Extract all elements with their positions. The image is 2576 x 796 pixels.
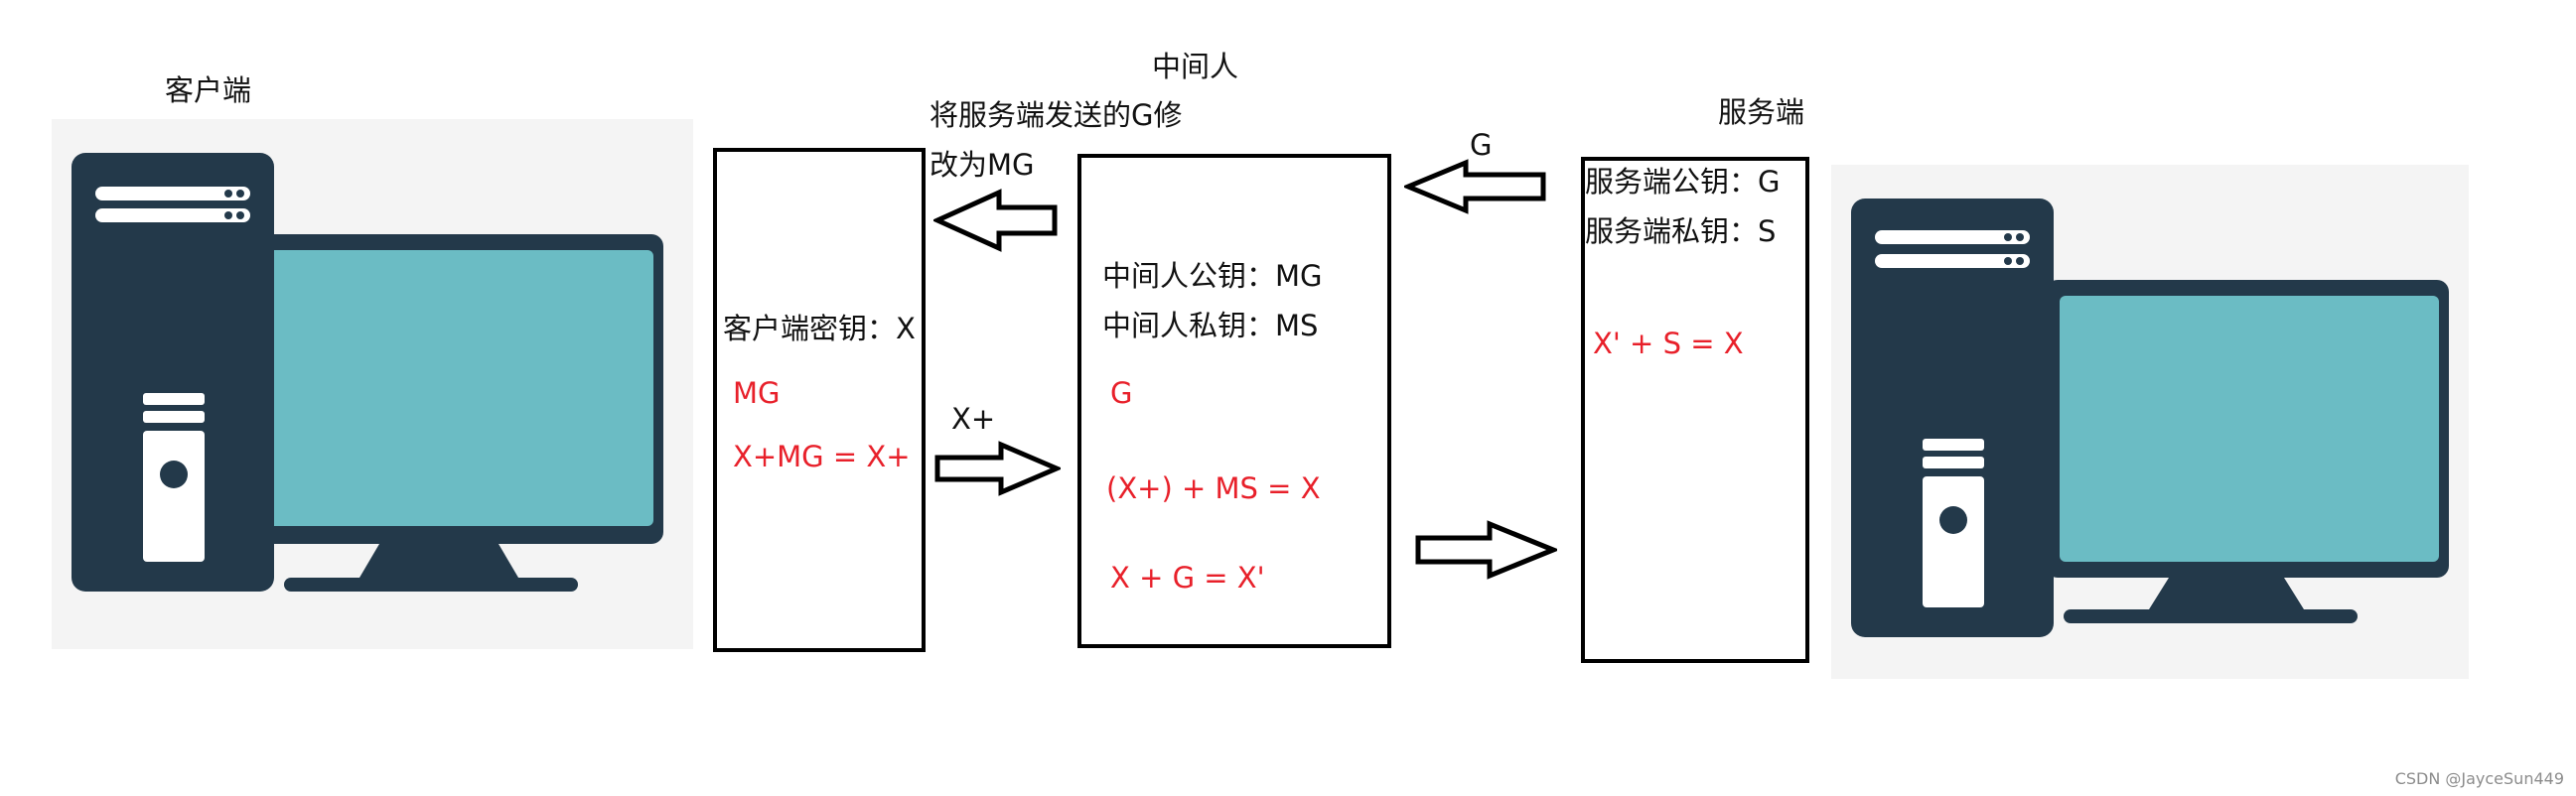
client-title: 客户端 bbox=[165, 73, 252, 107]
right-arrow-to-server-icon bbox=[1415, 520, 1557, 580]
mitm-public-key-text: 中间人公钥：MG bbox=[1102, 259, 1323, 293]
xplus-label: X+ bbox=[951, 402, 996, 436]
server-title: 服务端 bbox=[1718, 95, 1805, 129]
mitm-note-line2: 改为MG bbox=[930, 148, 1035, 182]
server-box bbox=[1581, 157, 1809, 663]
server-computer-icon bbox=[1831, 165, 2469, 679]
server-private-key-text: 服务端私钥：S bbox=[1585, 214, 1777, 248]
left-arrow-to-mitm-icon bbox=[1404, 159, 1546, 214]
client-mg-text: MG bbox=[733, 376, 781, 410]
client-computer-icon bbox=[52, 119, 693, 649]
mitm-equation2-text: X + G = X' bbox=[1110, 561, 1265, 595]
client-equation-text: X+MG = X+ bbox=[733, 440, 911, 473]
left-arrow-to-client-icon bbox=[933, 189, 1058, 252]
watermark: CSDN @JayceSun449 bbox=[2394, 769, 2564, 788]
mitm-title: 中间人 bbox=[1152, 50, 1239, 83]
g-label: G bbox=[1470, 128, 1493, 162]
mitm-private-key-text: 中间人私钥：MS bbox=[1102, 309, 1319, 342]
server-equation-text: X' + S = X bbox=[1593, 327, 1744, 360]
mitm-note-line1: 将服务端发送的G修 bbox=[930, 98, 1183, 132]
client-box bbox=[713, 148, 926, 652]
client-key-text: 客户端密钥：X bbox=[723, 312, 916, 345]
mitm-equation1-text: (X+) + MS = X bbox=[1106, 471, 1321, 505]
right-arrow-to-mitm-icon bbox=[934, 441, 1061, 496]
mitm-g-text: G bbox=[1110, 376, 1133, 410]
server-public-key-text: 服务端公钥：G bbox=[1585, 165, 1781, 199]
mitm-box bbox=[1077, 154, 1391, 648]
